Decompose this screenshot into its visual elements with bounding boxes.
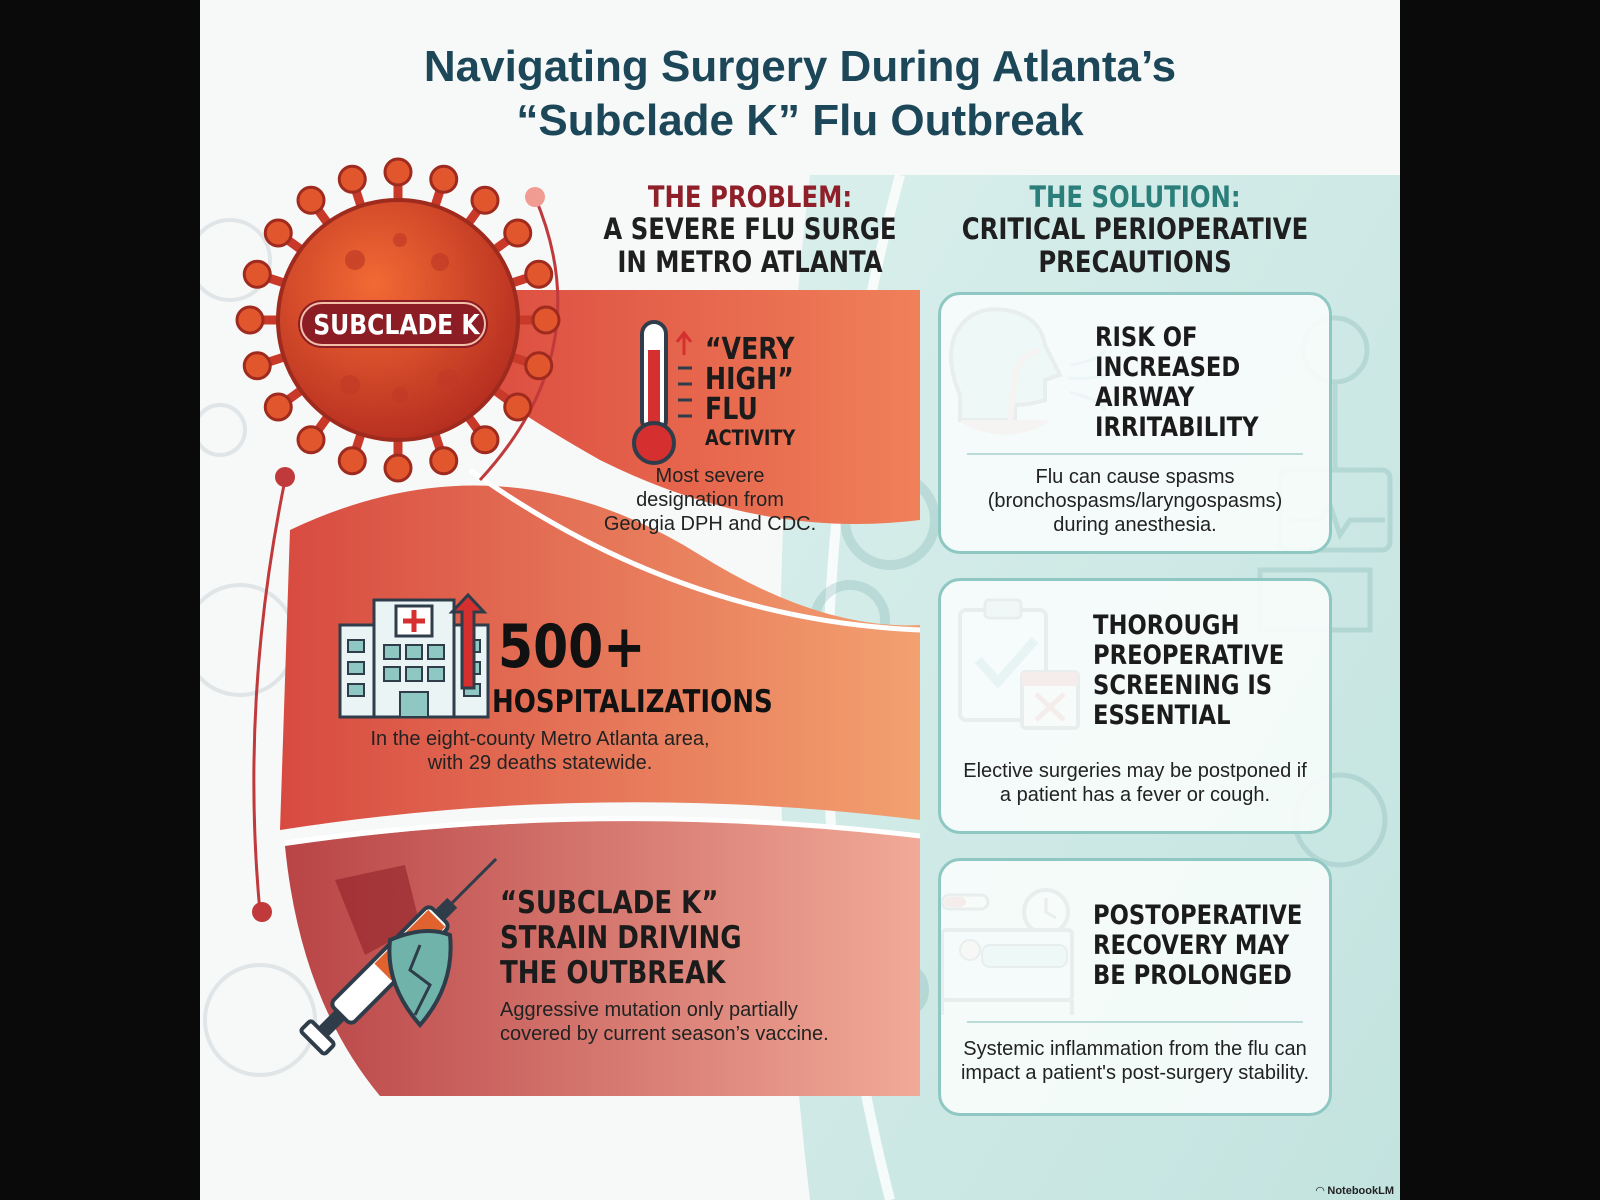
precaution-card-recovery: POSTOPERATIVE RECOVERY MAY BE PROLONGED … (938, 858, 1332, 1116)
page-title-line-2: “Subclade K” Flu Outbreak (516, 96, 1084, 145)
thermometer-icon (632, 320, 693, 465)
card-divider (967, 1021, 1303, 1023)
card-title: POSTOPERATIVE RECOVERY MAY BE PROLONGED (1093, 900, 1303, 991)
virus-spike-tip (429, 164, 459, 194)
solution-heading-label: THE SOLUTION: (1029, 180, 1241, 214)
virus-spike-tip (235, 305, 265, 335)
card-divider (967, 453, 1303, 455)
card-desc: Flu can cause spasms (bronchospasms/lary… (987, 466, 1283, 536)
watermark: ◠ NotebookLM (1315, 1185, 1394, 1197)
virus-label: SUBCLADE K (313, 308, 480, 341)
problem-heading-line-2: IN METRO ATLANTA (617, 245, 883, 279)
virus-icon (235, 157, 561, 483)
virus-spike-tip (242, 259, 272, 289)
virus-spike-tip (296, 185, 326, 215)
virus-spike-tip (242, 351, 272, 381)
virus-spike-tip (503, 218, 533, 248)
stat-desc: In the eight-county Metro Atlanta area, … (370, 728, 710, 774)
virus-spike-tip (383, 453, 413, 483)
syringe-shield-icon (299, 857, 498, 1056)
virus-spike-tip (470, 185, 500, 215)
card-title: THOROUGH PREOPERATIVE SCREENING IS ESSEN… (1093, 610, 1285, 731)
stat-line: FLU (705, 392, 758, 427)
virus-spike-tip (503, 392, 533, 422)
stat-desc: Aggressive mutation only partially cover… (500, 999, 829, 1045)
card-desc: Systemic inflammation from the flu can i… (960, 1038, 1310, 1084)
infographic-poster: Navigating Surgery During Atlanta’s “Sub… (200, 0, 1400, 1200)
page-title-line-1: Navigating Surgery During Atlanta’s (423, 42, 1177, 91)
stat-label: HOSPITALIZATIONS (492, 684, 773, 720)
problem-band-2 (280, 485, 920, 830)
virus-spike-tip (429, 446, 459, 476)
problem-heading-line-1: A SEVERE FLU SURGE (603, 212, 897, 246)
solution-heading-line-2: PRECAUTIONS (1038, 245, 1232, 279)
virus-spike-tip (524, 351, 554, 381)
virus-spike-tip (296, 425, 326, 455)
virus-spike-tip (470, 425, 500, 455)
virus-spike-tip (531, 305, 561, 335)
solution-heading-line-1: CRITICAL PERIOPERATIVE (961, 212, 1309, 246)
precaution-card-airway: RISK OF INCREASED AIRWAY IRRITABILITY Fl… (938, 292, 1332, 554)
stat-desc: Most severe designation from Georgia DPH… (603, 465, 817, 535)
precaution-card-screening: THOROUGH PREOPERATIVE SCREENING IS ESSEN… (938, 578, 1332, 834)
notebooklm-logo-icon: ◠ (1315, 1185, 1328, 1197)
stat-line: “VERY (705, 332, 795, 367)
card-title: RISK OF INCREASED AIRWAY IRRITABILITY (1095, 322, 1259, 443)
virus-spike-tip (383, 157, 413, 187)
card-desc: Elective surgeries may be postponed if a… (963, 760, 1307, 806)
problem-band-3 (285, 820, 920, 1096)
stat-line: THE OUTBREAK (500, 955, 726, 991)
virus-spike-tip (524, 259, 554, 289)
hospital-icon (338, 592, 490, 719)
stat-line: HIGH” (705, 362, 794, 397)
stat-sub: ACTIVITY (705, 426, 796, 450)
virus-spike-tip (263, 392, 293, 422)
problem-heading-label: THE PROBLEM: (647, 180, 853, 214)
stat-line: STRAIN DRIVING (500, 920, 742, 956)
virus-spike-tip (263, 218, 293, 248)
virus-spike-tip (337, 164, 367, 194)
stat-value: 500+ (498, 612, 646, 682)
stat-line: “SUBCLADE K” (500, 885, 719, 921)
virus-spike-tip (337, 446, 367, 476)
